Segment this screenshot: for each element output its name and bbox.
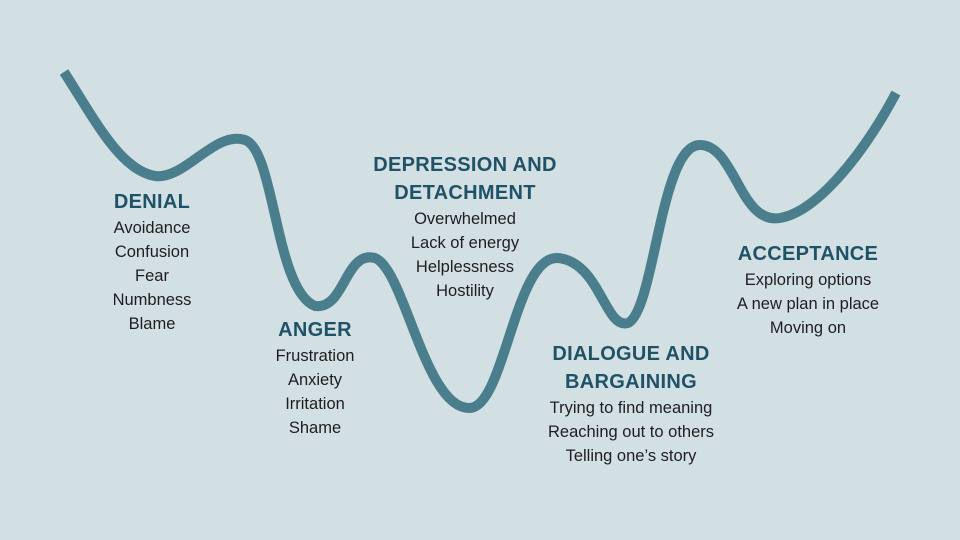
stage-anger: ANGER Frustration Anxiety Irritation Sha…: [185, 316, 445, 440]
stage-title: ANGER: [185, 316, 445, 344]
stage-item: Confusion: [114, 243, 190, 261]
stage-item: Blame: [128, 315, 176, 333]
stage-title-line: DENIAL: [113, 191, 191, 213]
stage-title-line: DETACHMENT: [394, 182, 536, 204]
stage-depression: DEPRESSION AND DETACHMENT Overwhelmed La…: [335, 151, 595, 303]
stage-item: Exploring options: [744, 271, 872, 289]
stage-item: Fear: [135, 267, 169, 285]
stage-bargaining: DIALOGUE AND BARGAINING Trying to find m…: [501, 340, 761, 468]
stage-items: Frustration Anxiety Irritation Shame: [185, 344, 445, 440]
stage-items: Overwhelmed Lack of energy Helplessness …: [335, 207, 595, 303]
stage-item: Avoidance: [113, 219, 191, 237]
stage-item: Helplessness: [415, 258, 515, 276]
stage-title-line: DIALOGUE AND: [552, 343, 710, 365]
stage-item: Moving on: [769, 319, 847, 337]
stage-item: Lack of energy: [410, 234, 520, 252]
stage-denial: DENIAL Avoidance Confusion Fear Numbness…: [22, 188, 282, 336]
stage-title-line: ACCEPTANCE: [737, 243, 879, 265]
stage-items: Trying to find meaning Reaching out to o…: [501, 396, 761, 468]
stage-title: DIALOGUE AND BARGAINING: [501, 340, 761, 396]
stage-item: Irritation: [285, 395, 345, 413]
stage-item: Shame: [288, 419, 342, 437]
stage-item: Frustration: [275, 347, 355, 365]
stage-item: Hostility: [436, 282, 494, 300]
stage-item: A new plan in place: [736, 295, 880, 313]
stage-title: ACCEPTANCE: [678, 240, 938, 268]
stage-item: Telling one’s story: [565, 447, 697, 465]
stage-title: DENIAL: [22, 188, 282, 216]
curve-line: [59, 69, 901, 414]
stage-title-line: BARGAINING: [565, 371, 697, 393]
stage-item: Reaching out to others: [547, 423, 715, 441]
stage-items: Exploring options A new plan in place Mo…: [678, 268, 938, 340]
stage-title: DEPRESSION AND DETACHMENT: [335, 151, 595, 207]
stage-title-line: ANGER: [278, 319, 352, 341]
stage-item: Anxiety: [287, 371, 343, 389]
stage-item: Trying to find meaning: [549, 399, 713, 417]
stage-item: Overwhelmed: [414, 210, 516, 228]
stage-title-line: DEPRESSION AND: [373, 154, 557, 176]
stage-item: Numbness: [112, 291, 192, 309]
stage-acceptance: ACCEPTANCE Exploring options A new plan …: [678, 240, 938, 340]
stage-items: Avoidance Confusion Fear Numbness Blame: [22, 216, 282, 336]
